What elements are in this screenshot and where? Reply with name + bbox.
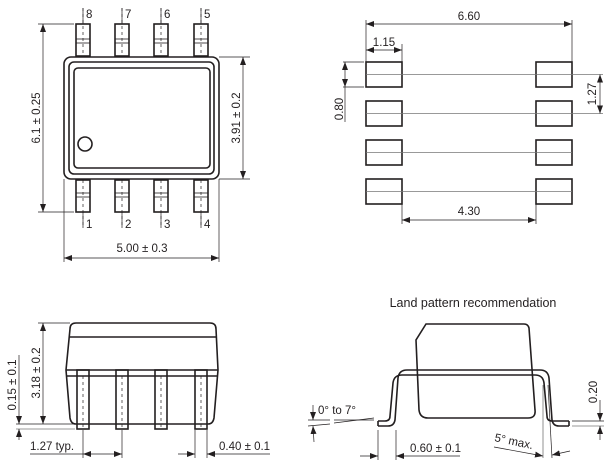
- pin-label-6: 6: [164, 9, 170, 21]
- pin-label-8: 8: [86, 9, 92, 21]
- dim-total-height: 6.1 ± 0.25: [31, 92, 43, 143]
- side-leads: [76, 369, 208, 430]
- land-pads: [365, 61, 573, 205]
- bottom-leads: [75, 179, 209, 228]
- pin-label-7: 7: [125, 9, 131, 21]
- package-top-surface: [73, 67, 211, 169]
- gull-wing-lead-inner: [378, 374, 569, 422]
- end-view: Land pattern recommendation 0° to 7° 0.6…: [307, 296, 604, 460]
- dim-inner-gap: 4.30: [458, 206, 480, 218]
- dim-side-pitch: 1.27 typ.: [30, 441, 74, 453]
- land-pattern-title: Land pattern recommendation: [390, 296, 557, 310]
- pin1-marker-icon: [77, 136, 93, 152]
- gull-wing-lead-outer: [378, 369, 569, 427]
- dim-standoff: 0.15 ± 0.1: [7, 359, 19, 410]
- side-body: [65, 322, 219, 425]
- package-body-inner: [68, 61, 215, 175]
- dim-pad-width: 1.15: [373, 37, 395, 49]
- dim-body-width: 5.00 ± 0.3: [116, 243, 167, 255]
- end-body: [415, 323, 536, 419]
- land-pattern-view: 6.60 1.15 0.80 1.27 4.30: [334, 11, 603, 224]
- pin-label-2: 2: [125, 219, 131, 231]
- side-view: 3.18 ± 0.2 0.15 ± 0.1 1.27 typ. 0.40 ± 0…: [7, 322, 270, 458]
- dim-lead-width: 0.40 ± 0.1: [219, 441, 270, 453]
- dim-pitch: 1.27: [587, 83, 599, 105]
- dim-lead-thickness: 0.20: [588, 381, 600, 403]
- dim-side-height: 3.18 ± 0.2: [31, 347, 43, 398]
- dim-foot-length: 0.60 ± 0.1: [410, 443, 461, 455]
- pin-label-3: 3: [164, 219, 170, 231]
- dim-angle: 0° to 7°: [318, 405, 356, 417]
- dim-pad-height: 0.80: [334, 98, 346, 120]
- pin-label-5: 5: [204, 9, 210, 21]
- top-view: 8 7 6 5: [31, 8, 250, 262]
- dim-draft-angle: 5° max.: [493, 432, 534, 452]
- top-leads: [75, 8, 209, 57]
- pin-label-4: 4: [204, 219, 211, 231]
- dim-overall-width: 6.60: [458, 11, 480, 23]
- dim-body-height: 3.91 ± 0.2: [231, 92, 243, 143]
- pin-label-1: 1: [86, 219, 92, 231]
- package-body-outline: [63, 56, 220, 180]
